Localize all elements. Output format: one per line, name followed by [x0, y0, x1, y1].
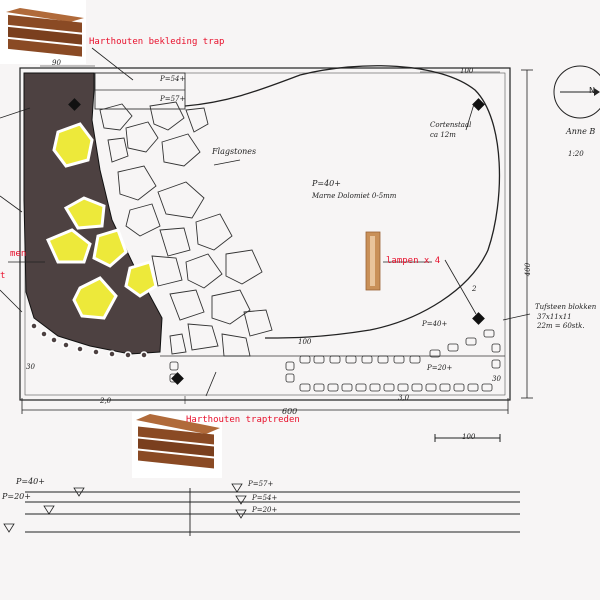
label-stairs-cladding: Harthouten bekleding trap: [89, 37, 225, 47]
wood-treads-photo: [132, 412, 222, 478]
label-flagstones: Flagstones: [212, 147, 257, 156]
label-scale: 1:20: [568, 150, 584, 158]
annotation-leaders: [0, 47, 531, 397]
north-label: N: [589, 86, 595, 95]
planter-plants: [45, 122, 158, 320]
label-tuff-3: 22m = 60stk.: [537, 322, 585, 330]
level-section-mid-3: P=20+: [252, 506, 278, 514]
dim-top-right: 100: [460, 67, 474, 75]
label-tuff-1: Tufsteen blokken: [535, 303, 597, 311]
tuff-blocks: [169, 329, 501, 392]
label-gravel-type: Marne Dolomiet 0-5mm: [312, 192, 397, 200]
label-cut-red-2: t: [0, 271, 6, 281]
plot-border: [19, 67, 511, 401]
wood-cladding-photo: [0, 0, 86, 64]
level-top-deck-2: P=57+: [160, 95, 186, 103]
label-gravel-level: P=40+: [312, 179, 341, 188]
dim-right-height: 400: [524, 262, 533, 277]
dim-bottom-total: 600: [282, 407, 298, 416]
level-right-area: P=40+: [422, 320, 448, 328]
level-section-left-2: P=20+: [2, 492, 31, 501]
dim-top-left: 90: [52, 59, 61, 67]
dim-diagonal: 2: [472, 285, 477, 293]
dim-bottom-right: 3,0: [398, 394, 410, 402]
level-section-mid-1: P=57+: [248, 480, 274, 488]
dim-left-height: 30: [26, 363, 35, 371]
north-circle: [553, 65, 600, 119]
level-markers: [3, 483, 247, 533]
label-lamps: lampen x 4: [386, 256, 441, 266]
gravel-area-edge: [184, 65, 501, 339]
label-author: Anne B: [566, 127, 596, 136]
label-corten-2: ca 12m: [430, 131, 456, 139]
level-top-deck-1: P=54+: [160, 75, 186, 83]
level-bottom-right: P=20+: [427, 364, 453, 372]
section-profile: [25, 488, 520, 536]
scale-bar-label: 100: [462, 433, 476, 441]
level-section-mid-2: P=54+: [252, 494, 278, 502]
dim-right-small: 30: [492, 375, 501, 383]
dim-bottom-left: 2,0: [100, 397, 112, 405]
label-tuff-2: 37x11x11: [537, 313, 572, 321]
top-deck: [94, 72, 186, 110]
label-corten-1: Cortenstaal: [430, 121, 472, 129]
label-stair-treads: Harthouten traptreden: [186, 415, 300, 425]
label-cut-red-1: men: [10, 249, 27, 259]
dim-mid: 100: [298, 338, 312, 346]
level-section-left-1: P=40+: [16, 477, 45, 486]
